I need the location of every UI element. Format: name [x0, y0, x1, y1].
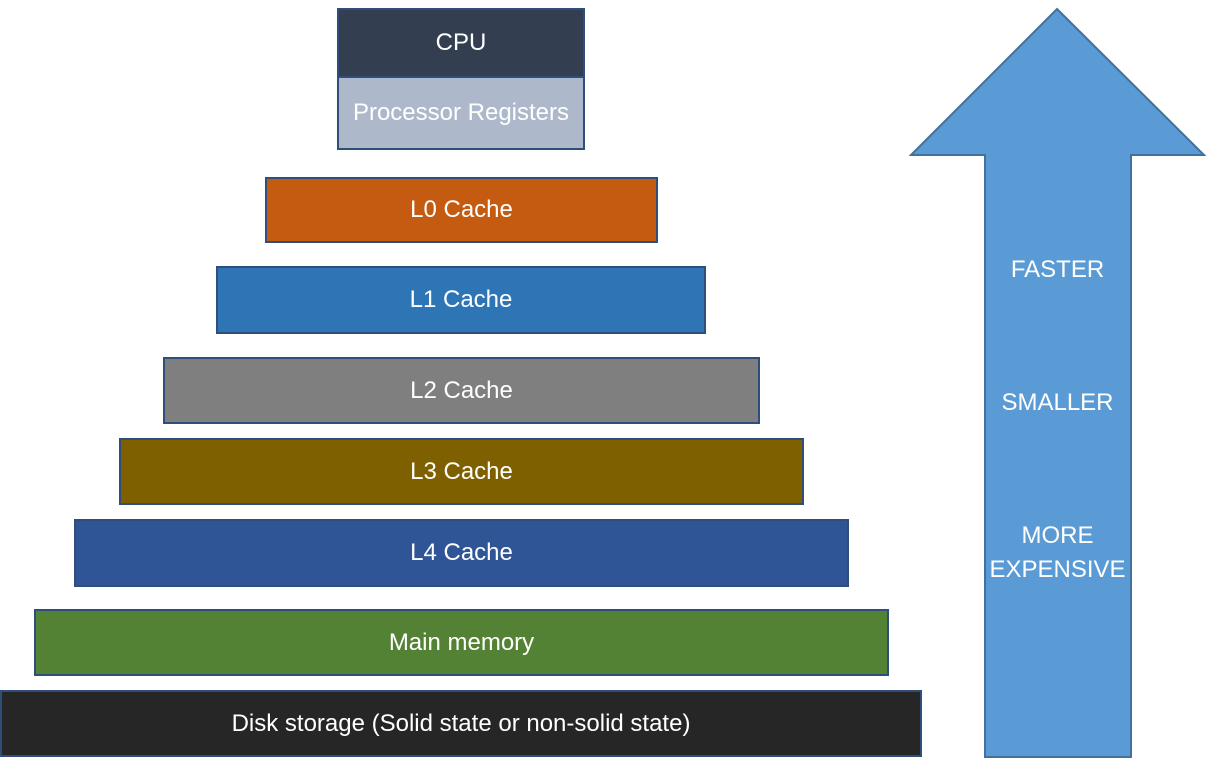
l2-cache-block: L2 Cache [163, 357, 760, 424]
disk-storage-label: Disk storage (Solid state or non-solid s… [231, 709, 691, 737]
up-arrow-icon [908, 7, 1207, 758]
more-expensive-label: MORE EXPENSIVE [989, 522, 1126, 583]
cpu-block: CPU [337, 8, 585, 76]
main-memory-block: Main memory [34, 609, 889, 676]
l3-cache-label: L3 Cache [410, 457, 513, 485]
l4-cache-label: L4 Cache [410, 539, 513, 566]
l2-cache-label: L2 Cache [410, 376, 513, 404]
l1-cache-block: L1 Cache [216, 266, 706, 334]
processor-registers-block: Processor Registers [337, 76, 585, 150]
l3-cache-block: L3 Cache [119, 438, 804, 505]
l4-cache-block: L4 Cache [74, 519, 849, 587]
disk-storage-block: Disk storage (Solid state or non-solid s… [0, 690, 922, 757]
up-arrow-shape [908, 7, 1207, 758]
l0-cache-block: L0 Cache [265, 177, 658, 243]
faster-label: FASTER [1010, 256, 1105, 283]
cpu-label: CPU [435, 29, 487, 56]
processor-registers-label: Processor Registers [352, 99, 570, 126]
l1-cache-label: L1 Cache [409, 286, 513, 313]
smaller-label: SMALLER [1001, 389, 1114, 416]
main-memory-label: Main memory [388, 628, 535, 656]
l0-cache-label: L0 Cache [410, 196, 513, 223]
